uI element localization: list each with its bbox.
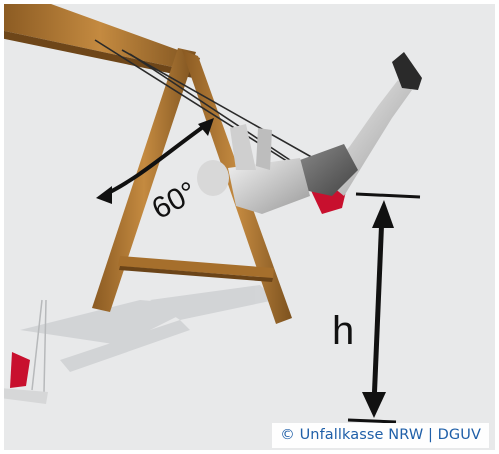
height-label: h [332,309,354,353]
copyright-credit: © Unfallkasse NRW | DGUV [272,423,489,448]
